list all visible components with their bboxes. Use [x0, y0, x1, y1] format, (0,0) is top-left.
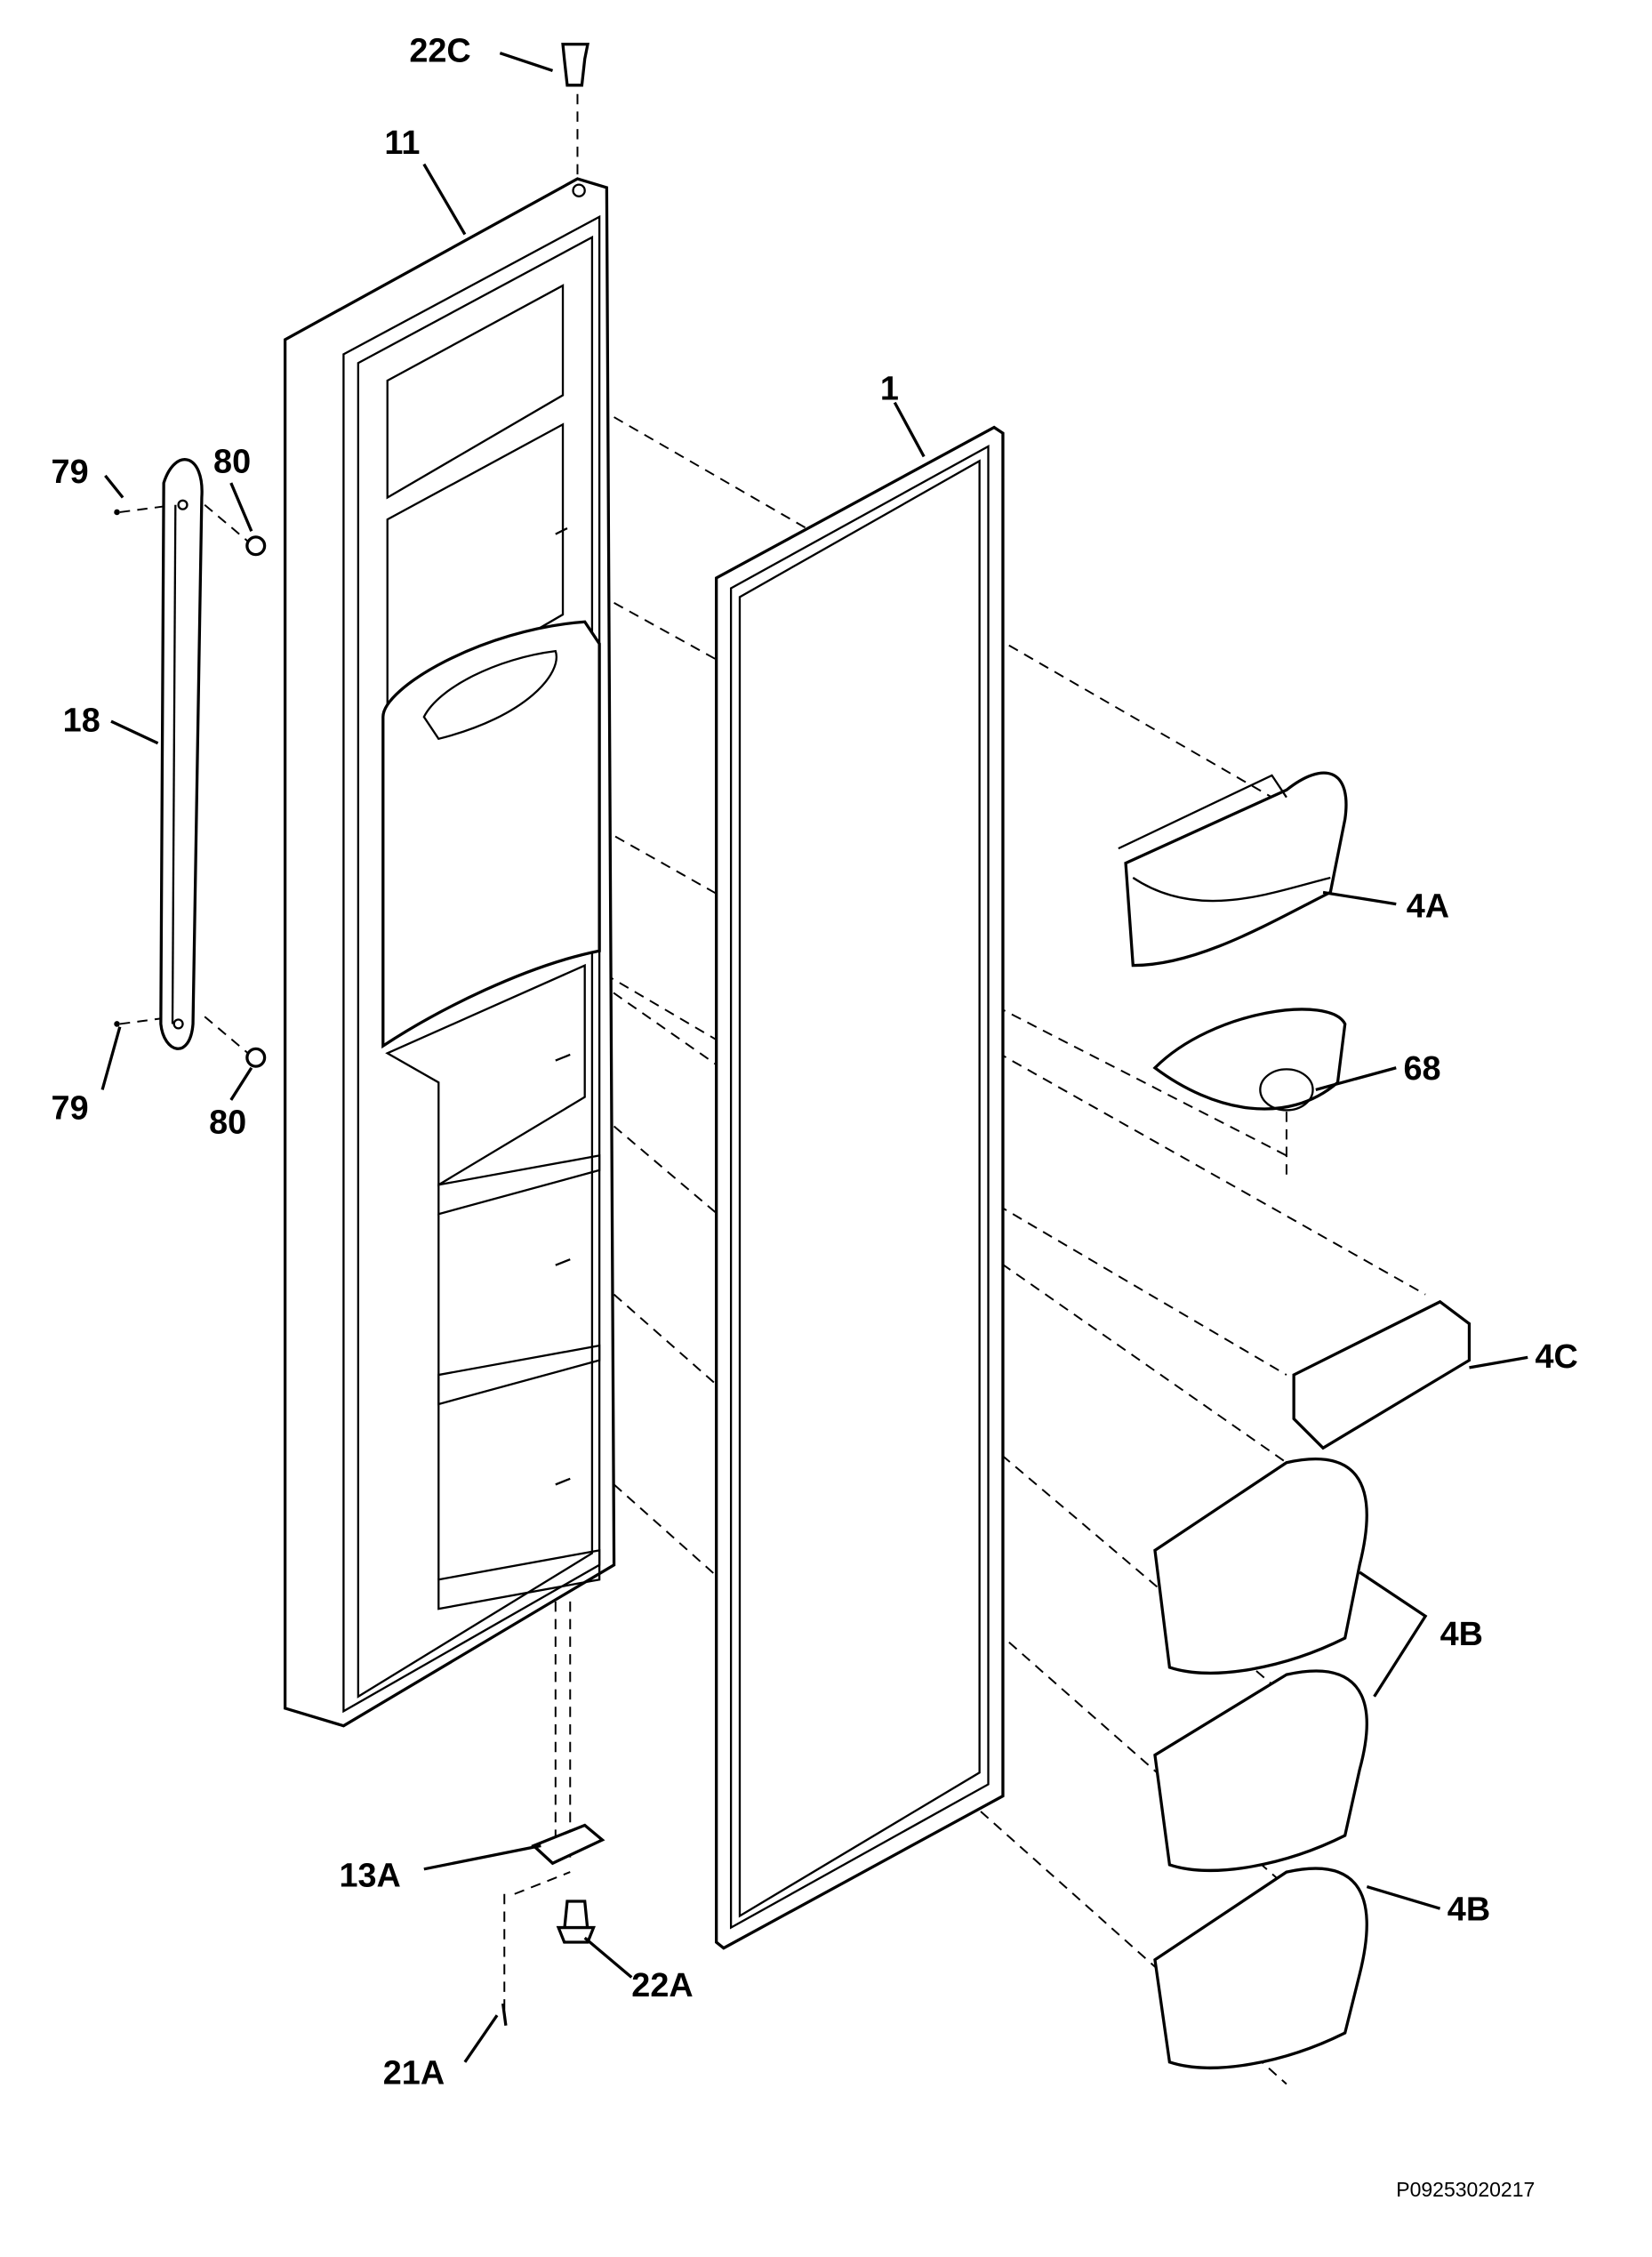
- label-18: 18: [63, 703, 100, 740]
- label-11: 11: [384, 124, 420, 162]
- door-gasket: [715, 425, 1005, 1950]
- label-80-top: 80: [213, 444, 251, 481]
- label-80-bottom: 80: [209, 1104, 246, 1142]
- label-1: 1: [880, 370, 899, 407]
- handle: [114, 458, 267, 1068]
- hinge-parts: [501, 43, 605, 2026]
- label-4C: 4C: [1535, 1338, 1577, 1376]
- leader-lines: [100, 52, 1528, 2063]
- shelf-bins: [1118, 771, 1472, 2069]
- label-68: 68: [1403, 1050, 1440, 1088]
- label-22C: 22C: [409, 33, 470, 70]
- label-79-bottom: 79: [52, 1089, 89, 1127]
- part-labels: 22C 11 1 79 80 18 79 80 4A 68 4C 4B 4B 1…: [52, 33, 1578, 2202]
- label-4B-2: 4B: [1448, 1891, 1490, 1928]
- footer-code: P09253020217: [1396, 2178, 1535, 2201]
- label-79-top: 79: [52, 454, 89, 491]
- label-4A: 4A: [1407, 888, 1449, 925]
- label-21A: 21A: [383, 2055, 445, 2092]
- label-4B-1: 4B: [1440, 1616, 1483, 1653]
- label-22A: 22A: [631, 1967, 693, 2004]
- label-13A: 13A: [339, 1858, 400, 1895]
- door-assembly: [283, 177, 616, 1728]
